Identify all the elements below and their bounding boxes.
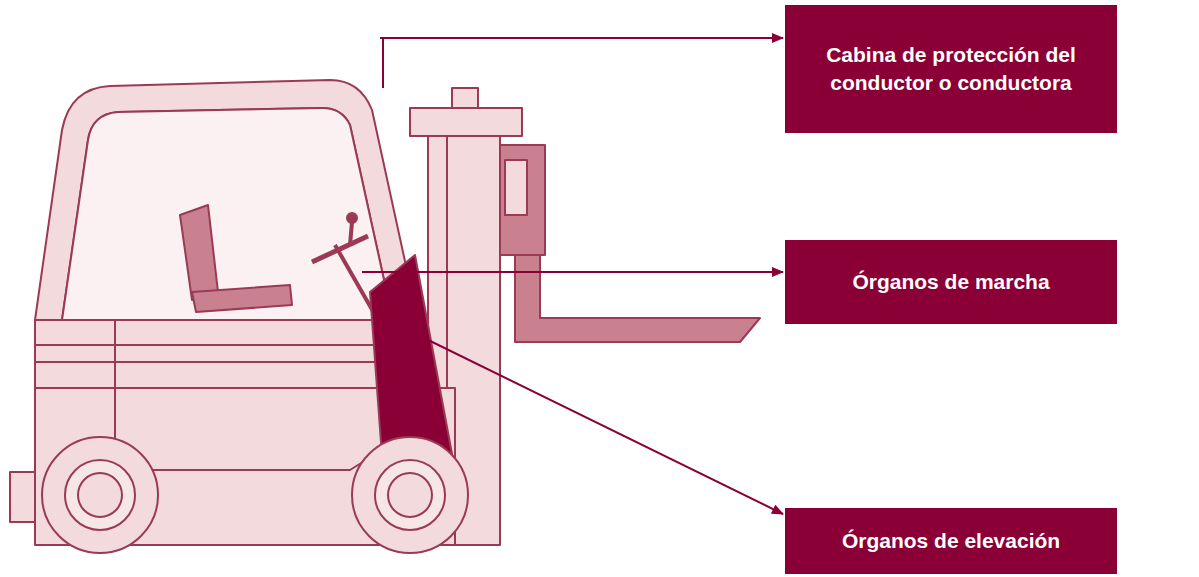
forklift xyxy=(10,80,760,553)
fork xyxy=(515,255,760,342)
label-box: Órganos de elevación xyxy=(785,508,1117,574)
leader-line xyxy=(418,335,783,514)
label-box: Órganos de marcha xyxy=(785,240,1117,324)
carriage xyxy=(500,145,545,255)
leader-lines xyxy=(362,38,783,514)
cab-window xyxy=(62,108,395,330)
mast-cap xyxy=(452,88,478,108)
label-text: Cabina de protección del conductor o con… xyxy=(801,41,1101,98)
front-wheel xyxy=(352,437,468,553)
cab-frame xyxy=(35,80,420,330)
mast-top xyxy=(410,108,522,136)
seat xyxy=(192,285,292,312)
leader-line xyxy=(380,38,783,88)
label-text: Órganos de marcha xyxy=(852,268,1049,296)
leader-line xyxy=(362,271,783,273)
steering-wheel xyxy=(312,236,368,262)
label-text: Órganos de elevación xyxy=(842,527,1060,555)
body-top xyxy=(35,320,395,388)
seat-back xyxy=(180,205,218,300)
label-box: Cabina de protección del conductor o con… xyxy=(785,5,1117,133)
rear-wheel xyxy=(42,437,158,553)
